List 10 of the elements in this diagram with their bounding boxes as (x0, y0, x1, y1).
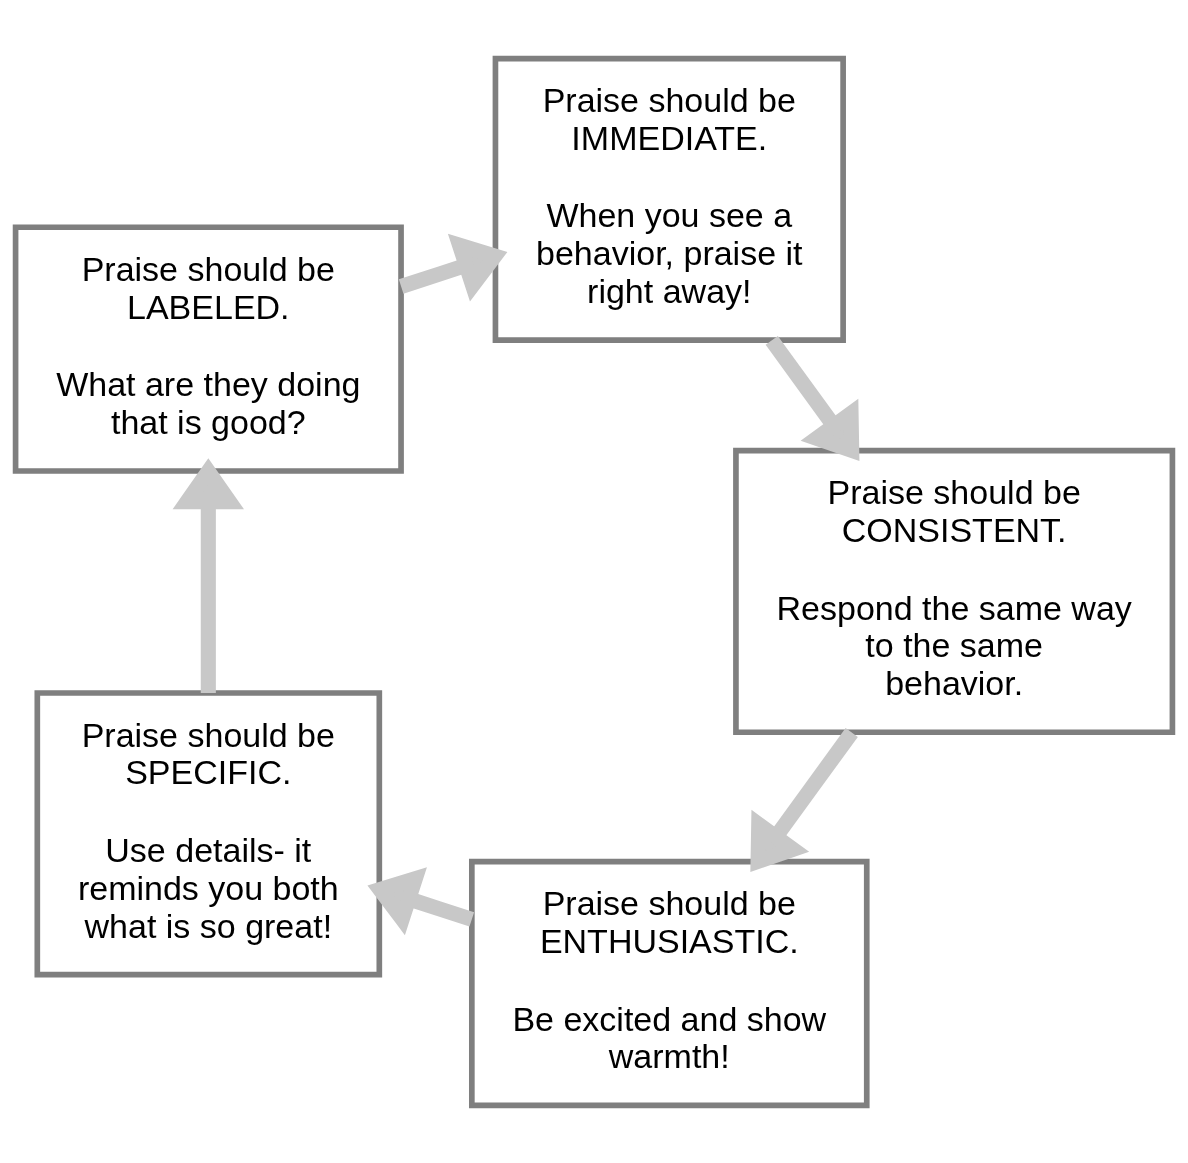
arrow (172, 457, 244, 693)
node-box: Praise should be CONSISTENT. Respond the same way to the same behavior. (733, 447, 1176, 735)
node-box: Praise should be IMMEDIATE. When you see a behavior, praise it right away! (492, 55, 846, 343)
arrow (765, 335, 860, 461)
arrow (398, 233, 508, 302)
node-box: Praise should be SPECIFIC. Use details- it reminds you both what is so great! (34, 689, 383, 977)
node-box: Praise should be LABELED. What are they doing that is good? (12, 223, 404, 474)
arrow (367, 866, 475, 935)
node-box: Praise should be ENTHUSIASTIC. Be excited and show warmth! (469, 858, 870, 1108)
arrow (750, 727, 858, 872)
